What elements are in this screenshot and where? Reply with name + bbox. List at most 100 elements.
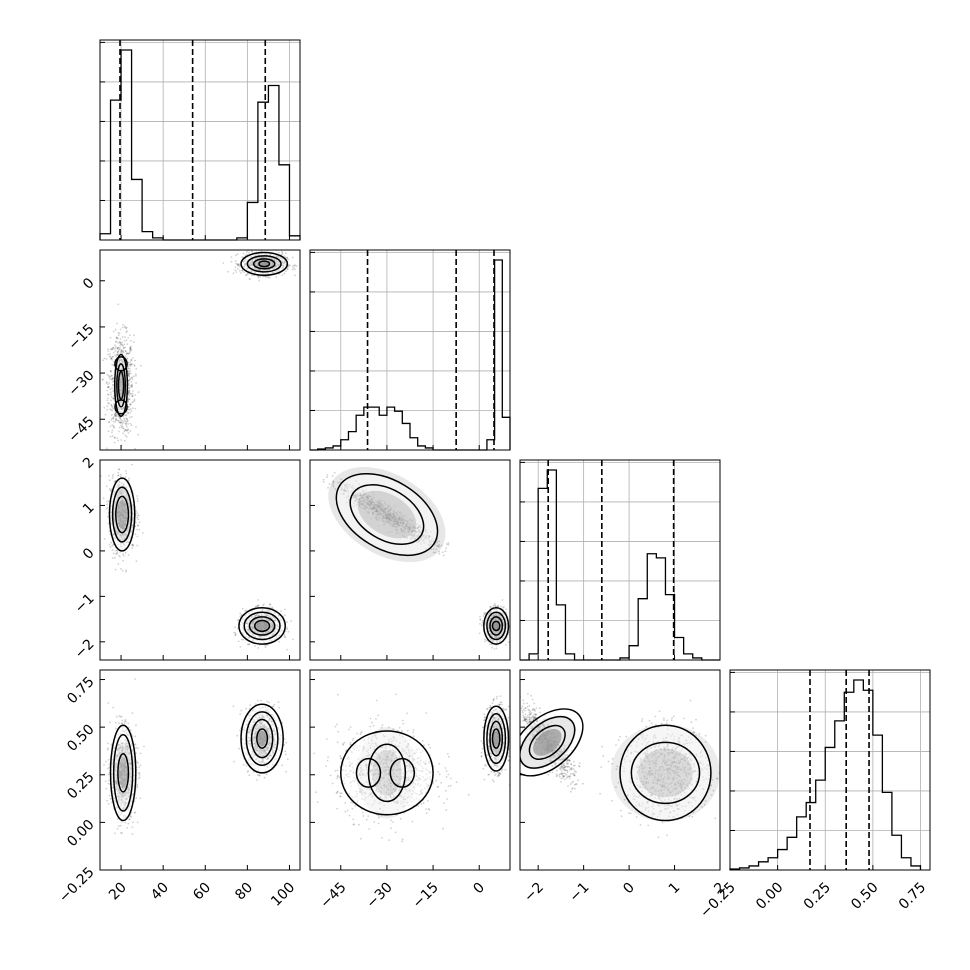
sample-point <box>130 410 133 412</box>
sample-point <box>332 481 335 483</box>
sample-point <box>111 424 114 426</box>
sample-point <box>127 412 129 415</box>
pair-content <box>100 463 294 651</box>
sample-point <box>286 256 289 259</box>
sample-point <box>260 250 263 253</box>
sample-point <box>241 256 244 259</box>
sample-point <box>112 426 115 428</box>
sample-point <box>107 394 110 396</box>
contour-line <box>248 616 276 636</box>
sample-point <box>117 348 120 351</box>
hist-step-line <box>729 679 922 870</box>
sample-point <box>112 377 115 379</box>
sample-point <box>102 359 104 362</box>
sample-point <box>108 421 110 424</box>
sample-point <box>128 389 131 391</box>
sample-point <box>117 350 120 352</box>
sample-point <box>129 403 132 406</box>
sample-point <box>111 378 114 380</box>
sample-point <box>112 417 115 419</box>
sample-point <box>436 540 438 542</box>
sample-point <box>110 370 112 373</box>
sample-point <box>480 624 483 627</box>
sample-point <box>238 264 241 266</box>
sample-point <box>125 327 127 330</box>
sample-point <box>111 374 113 377</box>
sample-point <box>121 425 124 428</box>
sample-point <box>128 390 131 393</box>
sample-point <box>120 349 123 352</box>
sample-point <box>444 550 447 553</box>
pair-content <box>101 248 298 457</box>
contour-line <box>116 363 127 408</box>
sample-point <box>125 423 128 426</box>
sample-point <box>110 419 113 421</box>
sample-point <box>273 248 275 250</box>
sample-point <box>111 429 114 432</box>
sample-point <box>107 397 109 400</box>
sample-point <box>116 347 119 350</box>
sample-point <box>129 350 131 353</box>
contour-line <box>117 370 125 400</box>
sample-point <box>119 352 122 355</box>
sample-point <box>136 535 139 538</box>
sample-point <box>269 603 271 606</box>
sample-point <box>127 400 130 402</box>
sample-point <box>131 463 134 466</box>
sample-point <box>142 532 144 534</box>
sample-point <box>114 348 116 350</box>
sample-point <box>122 345 124 347</box>
sample-point <box>117 439 120 442</box>
sample-point <box>337 481 339 484</box>
sample-point <box>112 420 115 423</box>
hist-frame <box>309 249 511 451</box>
sample-point <box>116 413 119 416</box>
sample-point <box>136 515 139 517</box>
sample-point <box>115 418 118 421</box>
sample-point <box>125 326 128 329</box>
sample-point <box>117 419 120 422</box>
sample-point <box>249 278 252 281</box>
sample-point <box>244 610 247 612</box>
sample-point <box>286 257 289 260</box>
sample-point <box>251 251 254 253</box>
sample-point <box>126 330 128 332</box>
sample-point <box>113 416 115 418</box>
sample-point <box>110 357 113 360</box>
sample-point <box>119 341 122 344</box>
sample-point <box>115 341 117 344</box>
sample-point <box>236 267 239 270</box>
sample-point <box>119 341 121 344</box>
sample-point <box>120 426 123 429</box>
sample-point <box>111 406 114 409</box>
sample-point <box>107 386 110 388</box>
sample-point <box>118 417 121 419</box>
sample-point <box>277 251 280 254</box>
sample-point <box>119 348 121 351</box>
sample-point <box>222 262 225 264</box>
sample-point <box>119 455 121 457</box>
sample-point <box>281 253 284 256</box>
pair-panel-2-1 <box>309 459 511 661</box>
sample-point <box>109 425 112 428</box>
sample-point <box>131 395 133 397</box>
sample-point <box>120 439 123 441</box>
sample-point <box>133 398 136 401</box>
sample-point <box>127 479 130 482</box>
sample-point <box>494 605 497 608</box>
sample-point <box>105 382 108 385</box>
hist-panel-3 <box>729 669 931 871</box>
sample-point <box>120 351 123 354</box>
sample-point <box>110 348 112 351</box>
sample-point <box>479 619 482 621</box>
sample-point <box>127 367 129 370</box>
sample-point <box>236 253 239 256</box>
sample-point <box>117 334 120 337</box>
sample-point <box>121 569 124 572</box>
sample-point <box>111 549 114 552</box>
sample-point <box>130 384 133 387</box>
sample-point <box>286 621 288 623</box>
sample-point <box>128 379 131 382</box>
sample-point <box>113 413 116 415</box>
